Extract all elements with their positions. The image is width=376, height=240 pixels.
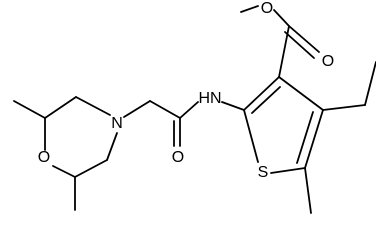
ester-c-o-double-bond bbox=[288, 25, 320, 53]
ester-o-c-bond bbox=[273, 9, 290, 27]
thiophene-c4-c5-double-bond bbox=[296, 111, 314, 164]
carbonyl-ch2-bond bbox=[149, 100, 181, 119]
thiophene-sulfur-label: S bbox=[258, 164, 269, 181]
thiophene-c5-s-bond bbox=[270, 167, 306, 174]
thiophene-c4-c5-bond bbox=[304, 109, 324, 169]
amide-oxygen-label: O bbox=[172, 149, 184, 166]
c2-nh-bond bbox=[221, 101, 245, 111]
morpholine-c5-n-bond bbox=[106, 132, 118, 161]
ester-carbonyl-ring-bond bbox=[278, 25, 290, 78]
bonds bbox=[13, 5, 376, 214]
ethyl-ch2-bond bbox=[322, 104, 366, 111]
thiophene-c3-c4-bond bbox=[278, 76, 324, 111]
ester-oxygen-label: O bbox=[261, 0, 273, 17]
molecule-diagram: O O HN O N O S bbox=[13, 0, 376, 214]
ester-carbonyl-oxygen-label: O bbox=[322, 53, 334, 70]
thiophene-s-c2-bond bbox=[243, 109, 259, 163]
morpholine-oxygen-label: O bbox=[38, 149, 50, 166]
morpholine-c3-c2-bond bbox=[44, 96, 77, 119]
ethyl-ch3-bond bbox=[364, 61, 376, 106]
morpholine-c2-methyl-bond bbox=[13, 100, 46, 119]
amide-nh-label: HN bbox=[198, 90, 221, 107]
thiophene-c2-c3-double-bond bbox=[251, 86, 281, 114]
nh-carbonyl-bond bbox=[179, 101, 199, 119]
morpholine-o-c6-bond bbox=[52, 165, 76, 178]
thiophene-c2-c3-bond bbox=[243, 76, 280, 111]
atom-labels: O O HN O N O S bbox=[38, 0, 334, 181]
morpholine-c6-c5-bond bbox=[74, 159, 108, 178]
ester-methyl-bond bbox=[240, 5, 259, 13]
ester-c-o-double-bond-inner bbox=[284, 31, 315, 59]
morpholine-n-c3-bond bbox=[75, 96, 111, 116]
chemical-structure-canvas: O O HN O N O S bbox=[13, 0, 376, 214]
ring-methyl-bond bbox=[304, 167, 312, 214]
ch2-morpholine-n-bond bbox=[123, 100, 151, 118]
morpholine-nitrogen-label: N bbox=[111, 115, 123, 132]
